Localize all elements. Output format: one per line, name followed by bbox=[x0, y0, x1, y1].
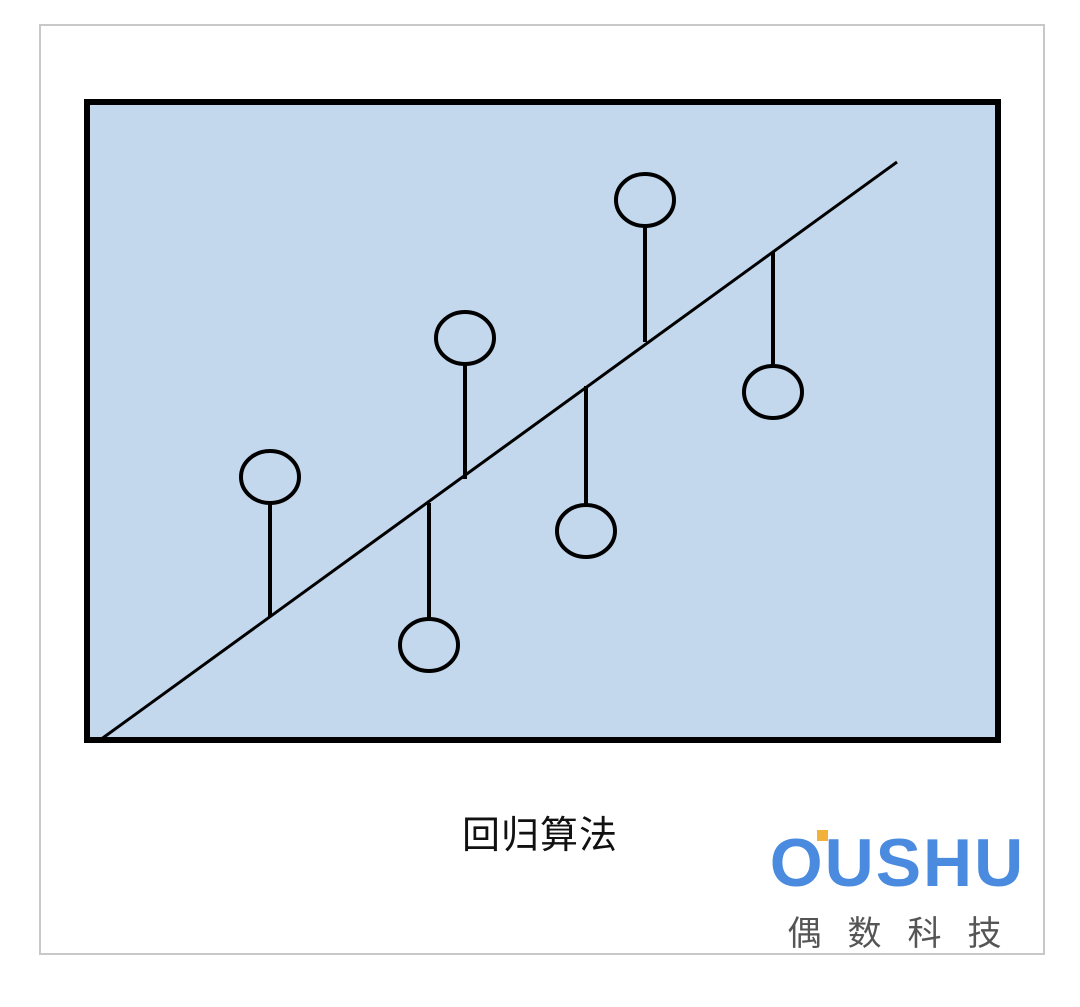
data-point bbox=[239, 449, 301, 505]
logo-accent-dot bbox=[817, 830, 828, 841]
logo-subtitle: 偶数科技 bbox=[787, 914, 1028, 954]
data-point bbox=[614, 172, 676, 228]
oushu-logo: OUSHU 偶数科技 bbox=[765, 826, 1030, 956]
regression-line bbox=[99, 160, 898, 742]
data-point-group bbox=[239, 172, 804, 673]
diagram-caption: 回归算法 bbox=[461, 813, 618, 857]
data-point bbox=[398, 617, 460, 673]
data-point bbox=[434, 310, 496, 366]
logo-wordmark: OUSHU bbox=[769, 825, 1026, 901]
data-point bbox=[555, 503, 617, 559]
plot-panel bbox=[84, 99, 1001, 743]
data-point bbox=[742, 364, 804, 420]
